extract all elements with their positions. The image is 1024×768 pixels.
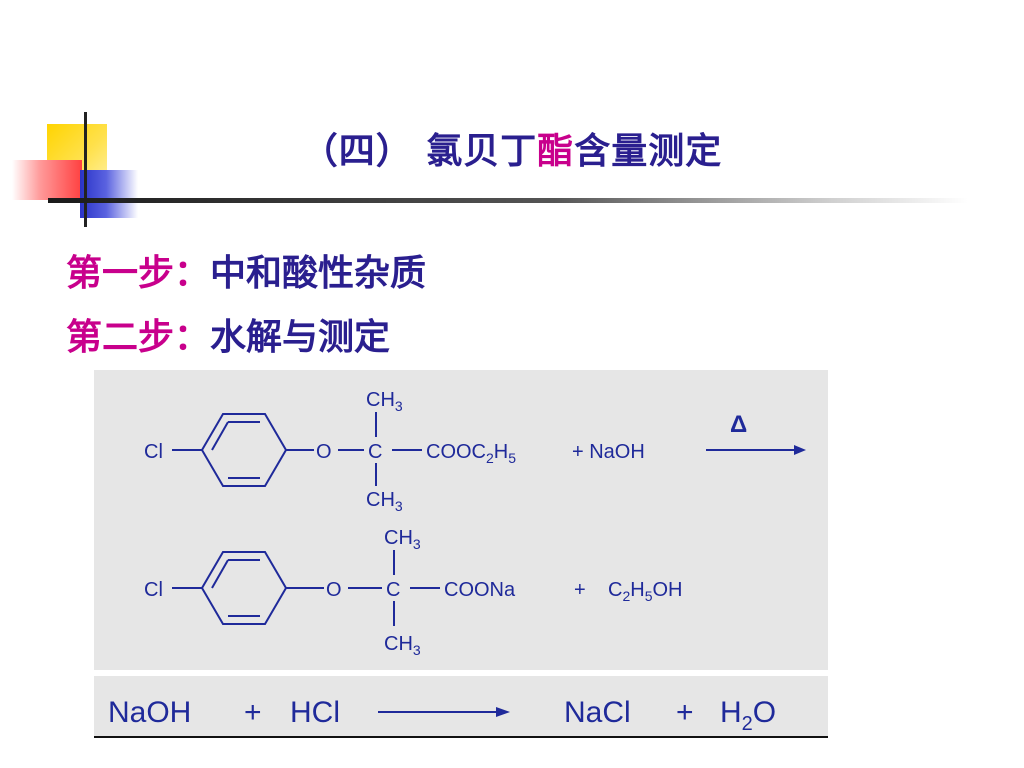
neutralization-reaction-panel: NaOH + HCl NaCl + H2O: [94, 676, 828, 738]
decorative-blue-square: [80, 170, 138, 218]
slide-title: （四） 氯贝丁酯含量测定: [0, 122, 1024, 174]
r1-ch3-bottom-ch: CH: [366, 489, 395, 511]
reaction-arrow-3-head: [496, 707, 510, 717]
neutralization-reaction-diagram: NaOH + HCl NaCl + H2O: [108, 696, 776, 735]
r3-water: H2O: [720, 696, 776, 735]
ring-2-double-bond-left: [211, 559, 229, 589]
r2-ethanol-sub1: 2: [622, 588, 630, 604]
r1-ester-a: COOC: [426, 441, 486, 463]
r1-ester-sub2: 5: [508, 450, 516, 466]
hydrolysis-reaction-diagram: Cl O C CH3 CH3 COOC2H5 + NaOH Δ Cl O C C…: [144, 389, 806, 658]
r1-ch3-top-ch: CH: [366, 389, 395, 411]
step-1: 第一步：中和酸性杂质: [66, 244, 426, 296]
r3-plus-2: +: [676, 696, 694, 729]
r2-plus: +: [574, 579, 586, 601]
title-name-highlight: 酯: [537, 130, 575, 172]
reaction-arrow-1-head: [794, 445, 806, 455]
r1-ester-sub1: 2: [486, 450, 494, 466]
r1-o: O: [316, 441, 332, 463]
r3-water-a: H: [720, 696, 742, 729]
r1-ester-b: H: [494, 441, 508, 463]
decorative-vertical-line: [84, 112, 87, 227]
benzene-ring-2: [200, 551, 288, 625]
r2-ethanol-sub2: 5: [645, 588, 653, 604]
r1-plus-naoh: + NaOH: [572, 441, 645, 463]
title-name-part2: 含量测定: [574, 130, 723, 172]
title-prefix: （四）: [301, 130, 413, 172]
r1-ch3-top: CH3: [366, 389, 403, 414]
r2-ethanol-a: C: [608, 579, 622, 601]
r2-ch3-bottom-sub: 3: [413, 642, 421, 658]
ring-1-double-bond-left: [211, 421, 229, 451]
r1-ch3-bottom-sub: 3: [395, 498, 403, 514]
r1-ch3-bottom: CH3: [366, 489, 403, 514]
r1-ester: COOC2H5: [426, 441, 516, 466]
step-1-key: 第一步：: [66, 252, 211, 294]
step-2-key: 第二步：: [66, 316, 211, 358]
r3-water-sub: 2: [742, 713, 753, 735]
step-1-text: 中和酸性杂质: [210, 252, 427, 294]
r2-ch3-bottom-ch: CH: [384, 633, 413, 655]
r2-salt: COONa: [444, 579, 516, 601]
r1-cl: Cl: [144, 441, 163, 463]
r2-c: C: [386, 579, 400, 601]
hydrolysis-reaction-panel: Cl O C CH3 CH3 COOC2H5 + NaOH Δ Cl O C C…: [94, 370, 828, 670]
benzene-ring-1: [200, 413, 288, 487]
r2-ch3-top-ch: CH: [384, 527, 413, 549]
title-name-part1: 氯贝丁: [426, 130, 538, 172]
r3-water-b: O: [753, 696, 776, 729]
title-underline: [48, 198, 968, 203]
r2-ethanol-c: OH: [653, 579, 683, 601]
r1-c: C: [368, 441, 382, 463]
step-2-text: 水解与测定: [210, 316, 391, 358]
r3-naoh: NaOH: [108, 696, 191, 729]
r1-ch3-top-sub: 3: [395, 398, 403, 414]
r3-hcl: HCl: [290, 696, 340, 729]
r3-plus-1: +: [244, 696, 262, 729]
r2-ch3-top-sub: 3: [413, 536, 421, 552]
r3-nacl: NaCl: [564, 696, 631, 729]
r2-o: O: [326, 579, 342, 601]
r2-ch3-bottom: CH3: [384, 633, 421, 658]
r1-heat-symbol: Δ: [730, 411, 747, 438]
r2-cl: Cl: [144, 579, 163, 601]
r2-ethanol: C2H5OH: [608, 579, 683, 604]
decorative-red-square: [12, 160, 82, 200]
r2-ethanol-b: H: [630, 579, 644, 601]
r2-ch3-top: CH3: [384, 527, 421, 552]
step-2: 第二步：水解与测定: [66, 308, 390, 360]
